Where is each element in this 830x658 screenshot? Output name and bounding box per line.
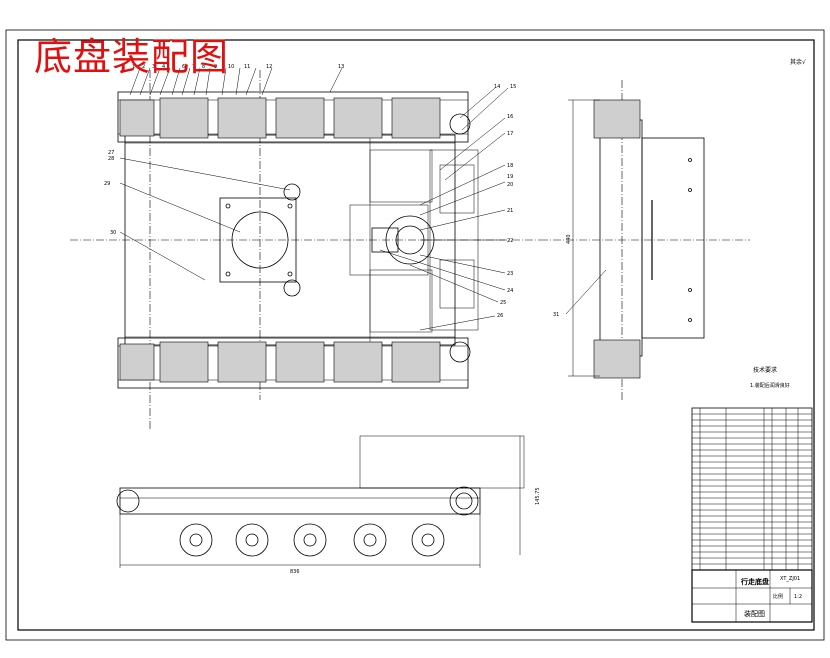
inner-border: [17, 39, 815, 631]
drawing-title: 底盘装配图: [34, 35, 230, 79]
callout-30: 30: [110, 230, 116, 236]
callout-31: 31: [553, 312, 559, 318]
callouts-left: 27 28 29 30: [104, 150, 116, 236]
callout-10: 10: [228, 64, 234, 70]
callout-6: 6: [182, 64, 185, 70]
callout-14: 14: [494, 84, 500, 90]
dim-front-length: 836: [290, 569, 300, 575]
callout-19: 19: [507, 174, 513, 180]
callout-5: 5: [172, 64, 175, 70]
callout-15: 15: [510, 84, 516, 90]
notes-heading: 技术要求: [753, 366, 777, 374]
callout-1: 1: [132, 64, 135, 70]
callout-18: 18: [507, 163, 513, 169]
callout-3: 3: [152, 64, 155, 70]
front-view: [116, 435, 525, 568]
callout-17: 17: [507, 131, 513, 137]
dim-side-height: 440: [566, 234, 572, 244]
callout-24: 24: [507, 288, 513, 294]
callout-8: 8: [202, 64, 205, 70]
callout-22: 22: [507, 238, 513, 244]
outer-border: [5, 29, 825, 641]
callouts-top: 1 2 3 4 5 6 7 8 9 10 11 12 13: [132, 64, 344, 70]
motor-flange: [231, 211, 289, 269]
callout-4: 4: [162, 64, 165, 70]
callout-12: 12: [266, 64, 272, 70]
title-block-scale: 1:2: [794, 594, 802, 600]
title-block-scale-label: 比例: [773, 593, 783, 600]
callout-27: 27: [108, 150, 114, 156]
lower-track: [117, 337, 469, 389]
plan-view: [70, 67, 540, 430]
parts-list: [691, 407, 813, 571]
callout-26: 26: [497, 313, 503, 319]
callout-25: 25: [500, 300, 506, 306]
callout-16: 16: [507, 114, 513, 120]
callout-20: 20: [507, 182, 513, 188]
title-block-name: 行走底盘: [740, 577, 769, 586]
callout-28: 28: [108, 156, 114, 162]
roughness-note: 其余: [790, 58, 802, 66]
title-block-code: XT_ZJ01: [780, 576, 800, 582]
callout-11: 11: [244, 64, 250, 70]
roughness-symbol: √: [802, 59, 806, 66]
side-view: [540, 80, 750, 400]
callout-13: 13: [338, 64, 344, 70]
callout-9: 9: [214, 64, 217, 70]
callout-21: 21: [507, 208, 513, 214]
title-block-type: 装配图: [744, 609, 765, 618]
callout-23: 23: [507, 271, 513, 277]
callout-2: 2: [142, 64, 145, 70]
callout-7: 7: [192, 64, 195, 70]
title-block: [691, 569, 813, 623]
callouts-right: 14 15 16 17 18 19 20 21 22 23 24 25 26: [494, 84, 516, 319]
dim-front-height: 145.75: [535, 488, 541, 506]
upper-track: [117, 91, 469, 143]
callout-29: 29: [104, 181, 110, 187]
notes-line1: 1.装配后润滑良好: [750, 382, 790, 389]
motor-plate: [219, 197, 297, 283]
